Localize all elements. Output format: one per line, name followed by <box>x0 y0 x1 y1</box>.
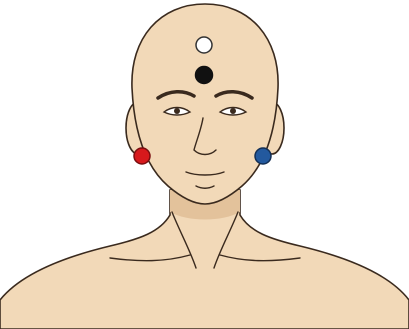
pupil-right <box>230 108 236 114</box>
electrode-forehead <box>196 67 213 84</box>
pupil-left <box>174 108 180 114</box>
electrode-top-head <box>196 37 212 53</box>
electrode-right-ear <box>255 148 271 164</box>
electrode-left-ear <box>134 148 150 164</box>
head <box>132 4 278 204</box>
